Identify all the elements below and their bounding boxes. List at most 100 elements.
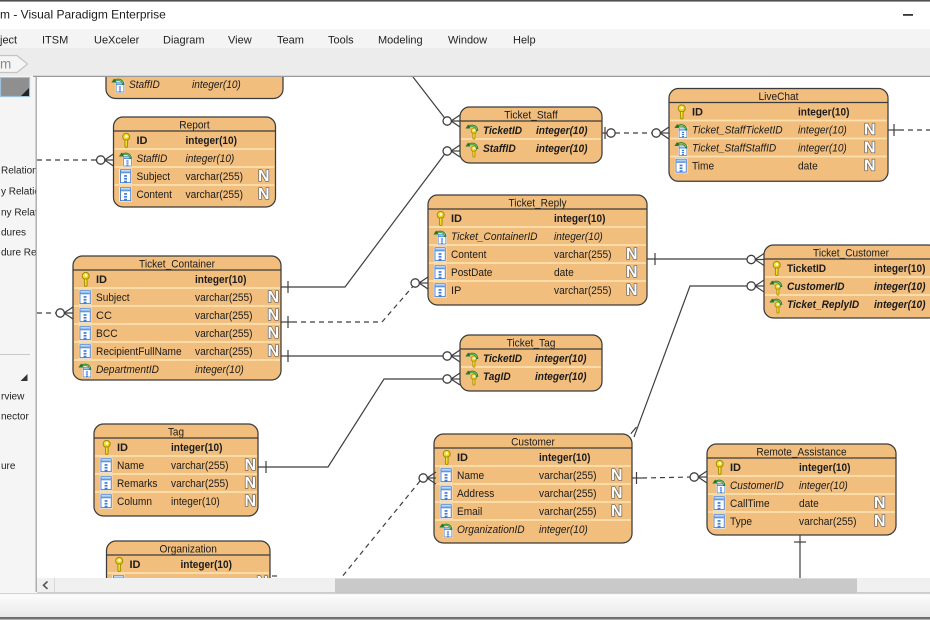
svg-text:N: N	[268, 307, 280, 324]
svg-text:Column: Column	[117, 496, 152, 508]
svg-text:TicketID: TicketID	[483, 353, 522, 365]
svg-text:Diagram: Diagram	[163, 35, 205, 47]
svg-text:varchar(255): varchar(255)	[554, 249, 612, 261]
svg-text:date: date	[799, 498, 819, 510]
svg-text:Ticket_StaffTicketID: Ticket_StaffTicketID	[692, 125, 783, 137]
svg-text:N: N	[245, 493, 257, 510]
svg-text:Customer: Customer	[511, 437, 555, 449]
svg-text:Email: Email	[457, 506, 482, 518]
svg-text:StaffID: StaffID	[137, 153, 168, 165]
svg-text:integer(10): integer(10)	[536, 125, 588, 137]
svg-text:N: N	[626, 246, 638, 263]
svg-text:integer(10): integer(10)	[798, 107, 850, 119]
svg-text:ID: ID	[451, 213, 462, 225]
svg-text:N: N	[626, 282, 638, 299]
svg-text:Team: Team	[277, 35, 304, 47]
svg-text:Content: Content	[451, 249, 486, 261]
svg-text:varchar(255): varchar(255)	[186, 189, 244, 201]
svg-text:N: N	[257, 574, 269, 591]
svg-text:StaffID: StaffID	[483, 143, 516, 155]
svg-text:integer(10): integer(10)	[171, 442, 223, 454]
svg-text:N: N	[626, 264, 638, 281]
svg-text:dure Re: dure Re	[1, 248, 37, 259]
svg-text:StaffID: StaffID	[129, 79, 160, 91]
svg-text:nector: nector	[1, 412, 29, 423]
svg-text:Report: Report	[179, 120, 209, 132]
svg-text:date: date	[798, 161, 818, 173]
svg-text:y Relatio: y Relatio	[1, 187, 40, 198]
svg-text:Content: Content	[137, 189, 172, 201]
svg-text:N: N	[611, 503, 623, 520]
svg-text:CustomerID: CustomerID	[787, 281, 845, 293]
svg-text:integer(10): integer(10)	[798, 125, 847, 137]
svg-text:ID: ID	[692, 107, 703, 119]
svg-text:integer(10): integer(10)	[798, 143, 847, 155]
svg-text:integer(10): integer(10)	[536, 143, 588, 155]
svg-text:N: N	[864, 122, 876, 139]
svg-text:integer(10): integer(10)	[539, 452, 591, 464]
svg-text:CC: CC	[96, 310, 112, 322]
svg-text:varchar(255): varchar(255)	[181, 577, 239, 589]
svg-text:Help: Help	[513, 35, 536, 47]
svg-text:Name: Name	[130, 577, 157, 589]
svg-text:integer(10): integer(10)	[192, 79, 241, 91]
svg-text:integer(10): integer(10)	[554, 231, 603, 243]
svg-text:N: N	[611, 467, 623, 484]
svg-text:ny Relati: ny Relati	[1, 208, 40, 219]
svg-text:Ticket_Staff: Ticket_Staff	[504, 110, 558, 122]
svg-text:integer(10): integer(10)	[171, 496, 220, 508]
svg-text:ID: ID	[730, 462, 741, 474]
svg-text:integer(10): integer(10)	[799, 462, 851, 474]
svg-text:CustomerID: CustomerID	[730, 480, 784, 492]
svg-text:N: N	[864, 158, 876, 175]
svg-text:varchar(255): varchar(255)	[554, 285, 612, 297]
svg-text:integer(10): integer(10)	[539, 524, 588, 536]
svg-text:Address: Address	[457, 488, 495, 500]
svg-text:TicketID: TicketID	[483, 125, 522, 137]
svg-text:Ticket_Customer: Ticket_Customer	[813, 248, 889, 260]
svg-text:Organization: Organization	[159, 544, 217, 556]
svg-text:N: N	[268, 343, 280, 360]
svg-text:ID: ID	[117, 442, 128, 454]
svg-text:Window: Window	[448, 35, 487, 47]
svg-text:Ticket_ContainerID: Ticket_ContainerID	[451, 231, 538, 243]
svg-text:Name: Name	[117, 460, 144, 472]
svg-text:ID: ID	[96, 274, 107, 286]
svg-text:varchar(255): varchar(255)	[195, 346, 253, 358]
svg-text:Subject: Subject	[137, 171, 171, 183]
svg-text:integer(10): integer(10)	[181, 559, 233, 571]
svg-text:Remarks: Remarks	[117, 478, 158, 490]
svg-text:N: N	[874, 495, 886, 512]
svg-text:N: N	[874, 513, 886, 530]
svg-text:N: N	[611, 485, 623, 502]
svg-text:Type: Type	[730, 516, 752, 528]
svg-text:Ticket_StaffStaffID: Ticket_StaffStaffID	[692, 143, 776, 155]
svg-text:TicketID: TicketID	[787, 263, 826, 275]
svg-text:RecipientFullName: RecipientFullName	[96, 346, 182, 358]
svg-text:varchar(255): varchar(255)	[171, 478, 229, 490]
svg-text:TagID: TagID	[483, 371, 511, 383]
svg-text:ure: ure	[1, 461, 16, 472]
svg-text:Relation: Relation	[1, 166, 38, 177]
svg-text:date: date	[554, 267, 574, 279]
svg-text:View: View	[228, 35, 252, 47]
svg-text:Time: Time	[692, 161, 714, 173]
svg-text:varchar(255): varchar(255)	[171, 460, 229, 472]
svg-text:integer(10): integer(10)	[186, 135, 238, 147]
svg-text:integer(10): integer(10)	[799, 480, 848, 492]
svg-text:N: N	[258, 168, 270, 185]
svg-text:ID: ID	[137, 135, 148, 147]
svg-text:rview: rview	[1, 392, 25, 403]
svg-text:varchar(255): varchar(255)	[195, 310, 253, 322]
svg-text:integer(10): integer(10)	[186, 153, 235, 165]
svg-text:integer(10): integer(10)	[535, 353, 587, 365]
svg-text:integer(10): integer(10)	[554, 213, 606, 225]
svg-text:LiveChat: LiveChat	[759, 91, 799, 103]
svg-text:Name: Name	[457, 470, 484, 482]
svg-text:varchar(255): varchar(255)	[195, 328, 253, 340]
svg-text:N: N	[258, 186, 270, 203]
svg-text:ITSM: ITSM	[42, 35, 68, 47]
svg-text:Ticket_Reply: Ticket_Reply	[509, 198, 567, 210]
svg-text:Tag: Tag	[168, 427, 184, 439]
svg-text:integer(10): integer(10)	[874, 263, 926, 275]
